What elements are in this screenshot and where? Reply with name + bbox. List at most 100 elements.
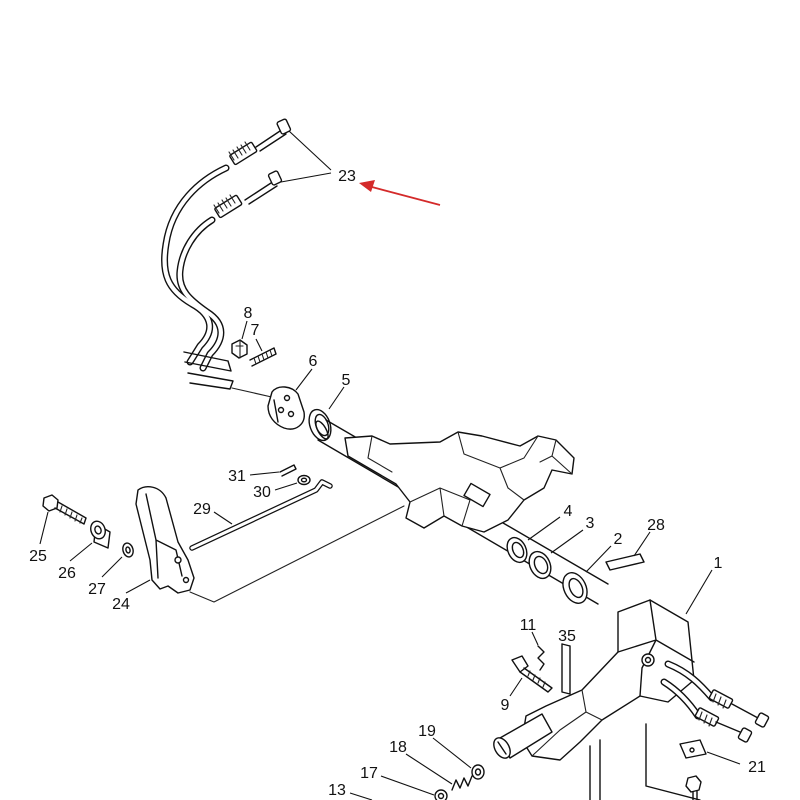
part-17-washer-inner [437, 792, 445, 800]
part-19-washer-inner [474, 768, 482, 776]
cable-end-segments [183, 351, 234, 390]
callout-arrow [359, 180, 441, 206]
part-9-bolt-threads [527, 670, 546, 688]
lower-frame-lines [589, 723, 701, 800]
swivel-housing-outline [344, 431, 575, 533]
cable-upper-tube-fill [162, 165, 229, 365]
swivel-housing-detail [367, 431, 539, 501]
bracket-cable-upper-cap [754, 712, 770, 728]
leader-5 [328, 386, 345, 410]
callout-18: 18 [389, 739, 407, 756]
part-17-washer-outer [434, 789, 448, 800]
callout-9: 9 [501, 697, 510, 714]
callout-2: 2 [614, 531, 623, 548]
part-6-plate [267, 386, 305, 430]
part-21-bracket [679, 739, 707, 759]
callout-arrow-shaft [371, 186, 441, 206]
callout-5: 5 [342, 372, 351, 389]
part-27-washer-inner [125, 546, 131, 554]
part-27-washer [122, 542, 134, 558]
bracket-cable-lower-cap [737, 727, 753, 743]
callout-26: 26 [58, 565, 76, 582]
part-18-spring [451, 775, 473, 791]
part-30-washer-outer [297, 474, 311, 486]
cable-lower-fitting [214, 194, 243, 219]
leader-1 [685, 569, 713, 615]
bracket-cable-threads [698, 693, 727, 727]
callout-8: 8 [244, 305, 253, 322]
part-27-washer-outer [122, 542, 134, 558]
part-9-bolt-shank [519, 667, 553, 693]
callout-25: 25 [29, 548, 47, 565]
part-1-bracket-hole-inner [644, 656, 652, 664]
part-26-bushing [90, 520, 111, 549]
part-24-lever [135, 486, 195, 594]
part-1-bracket-outline [521, 599, 695, 761]
part-6-plate-edge [273, 399, 279, 423]
part-3-ring-outer [528, 550, 552, 580]
assembly-axis-upper [231, 387, 277, 399]
swivel-housing-arm [539, 439, 573, 475]
leader-27 [101, 556, 123, 578]
part-1-bracket-hole [641, 653, 655, 667]
part-5-ring-outer [308, 408, 332, 442]
part-2-ring-inner [568, 577, 584, 599]
shaft-tube-end [315, 420, 329, 440]
bracket-cable-upper-fill [665, 661, 715, 701]
part-21-bracket-hole [689, 747, 695, 753]
swivel-housing-block [463, 482, 491, 508]
bracket-cables [660, 660, 770, 743]
cable-lower-end-cap [267, 170, 283, 186]
part-25-bolt-shank [54, 501, 87, 525]
assembly-axis-lever [189, 505, 405, 603]
part-9-bolt [511, 655, 553, 693]
leader-21 [706, 751, 741, 765]
part-1-shaft-slot [497, 741, 507, 755]
leader-28 [633, 531, 651, 557]
leader-7 [255, 338, 263, 352]
leader-19 [432, 737, 472, 769]
part-30-washer [297, 474, 311, 486]
part-2-ring [562, 572, 588, 604]
part-19-washer [471, 764, 485, 780]
leader-25 [39, 511, 49, 545]
part-19-washer-outer [471, 764, 485, 780]
callout-23: 23 [338, 168, 356, 185]
leader-30 [274, 482, 298, 491]
callout-4: 4 [564, 503, 573, 520]
cable-upper-tube-outline [161, 164, 230, 366]
bracket-cable-lower-fitting [694, 707, 720, 727]
lower-bolt-head [685, 775, 702, 793]
leader-18 [405, 753, 453, 785]
callout-29: 29 [193, 501, 211, 518]
part-3-ring [528, 550, 552, 580]
cable-upper-fitting-threads [228, 141, 251, 161]
bracket-cable-upper-fitting [708, 689, 734, 709]
leader-29 [213, 511, 233, 525]
part-11-pin [537, 645, 545, 671]
part-25-bolt-threads [59, 505, 83, 524]
part-31-pin [279, 464, 297, 477]
leader-9 [509, 677, 523, 697]
callout-28: 28 [647, 517, 665, 534]
part-7-bolt-threads [253, 349, 273, 365]
callout-24: 24 [112, 596, 130, 613]
callout-13: 13 [328, 782, 346, 799]
callout-35: 35 [558, 628, 576, 645]
lower-bolt-shank [692, 790, 698, 800]
part-17-washer [434, 789, 448, 800]
leader-6 [295, 368, 313, 391]
part-4-ring-inner [511, 541, 525, 559]
part-30-washer-inner [300, 477, 308, 483]
part-29-rod-fill [190, 480, 332, 550]
part-4-ring [506, 536, 528, 564]
cable-lower-tube-fill [177, 217, 223, 371]
bracket-cable-wires [715, 703, 759, 733]
callout-3: 3 [586, 515, 595, 532]
part-1-bracket-edges [617, 599, 695, 697]
swivel-housing [344, 431, 575, 533]
part-8-nut-detail [235, 339, 244, 359]
leader-3 [550, 529, 584, 554]
cable-lower-inner-wire [244, 182, 278, 205]
leader-24 [125, 579, 151, 594]
